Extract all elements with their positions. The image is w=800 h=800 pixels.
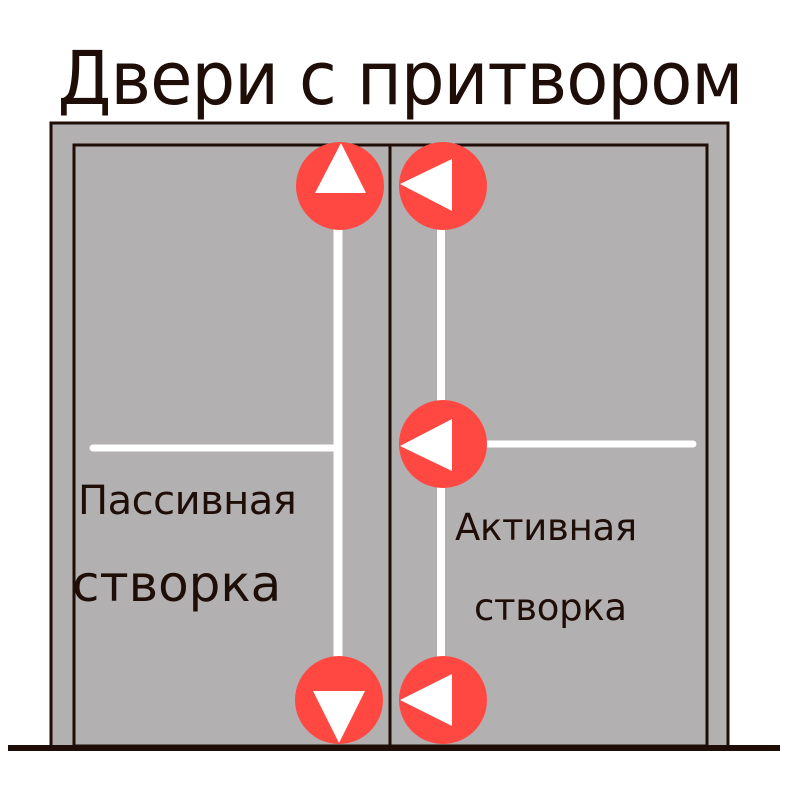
arrow-down-icon — [313, 691, 365, 743]
passive-top-marker — [296, 142, 384, 230]
passive-leaf-label-line2: створка — [72, 555, 282, 613]
arrow-left-icon — [400, 419, 452, 471]
passive-bottom-marker — [295, 656, 383, 744]
active-middle-marker — [399, 400, 487, 488]
arrow-left-icon — [400, 674, 452, 726]
active-leaf-label-line2: створка — [474, 586, 627, 629]
active-leaf-label-line1: Активная — [455, 506, 637, 549]
diagram-title: Двери с притвором — [57, 36, 744, 122]
passive-leaf-label-line1: Пассивная — [78, 478, 297, 524]
arrow-up-icon — [315, 143, 366, 193]
active-top-marker — [399, 142, 487, 230]
arrow-left-icon — [400, 159, 452, 211]
active-bottom-marker — [399, 656, 487, 744]
